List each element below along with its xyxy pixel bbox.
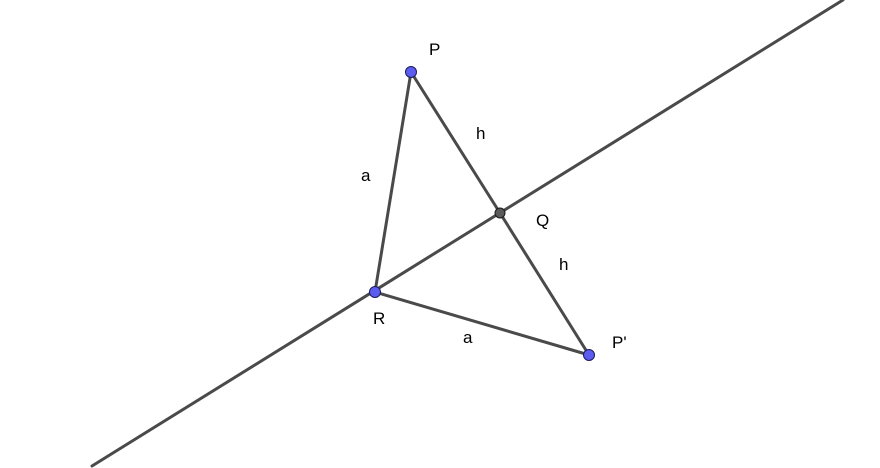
point-R[interactable] bbox=[369, 286, 381, 298]
point-P[interactable] bbox=[405, 66, 417, 78]
point-P-prime[interactable] bbox=[583, 349, 595, 361]
label-R: R bbox=[373, 309, 385, 328]
mirror-line[interactable] bbox=[90, 0, 845, 468]
length-label-a-upper: a bbox=[361, 166, 371, 185]
label-P-prime: P' bbox=[612, 333, 627, 352]
length-label-h-upper: h bbox=[476, 124, 485, 143]
label-P: P bbox=[429, 40, 440, 59]
segment-RP-prime[interactable] bbox=[373, 290, 591, 357]
point-Q[interactable] bbox=[494, 207, 506, 219]
segment-QP-prime[interactable] bbox=[498, 211, 591, 357]
label-Q: Q bbox=[536, 211, 549, 230]
segment-PQ[interactable] bbox=[409, 70, 502, 215]
segment-PR[interactable] bbox=[373, 70, 413, 294]
length-label-a-lower: a bbox=[463, 328, 473, 347]
length-label-h-lower: h bbox=[559, 255, 568, 274]
